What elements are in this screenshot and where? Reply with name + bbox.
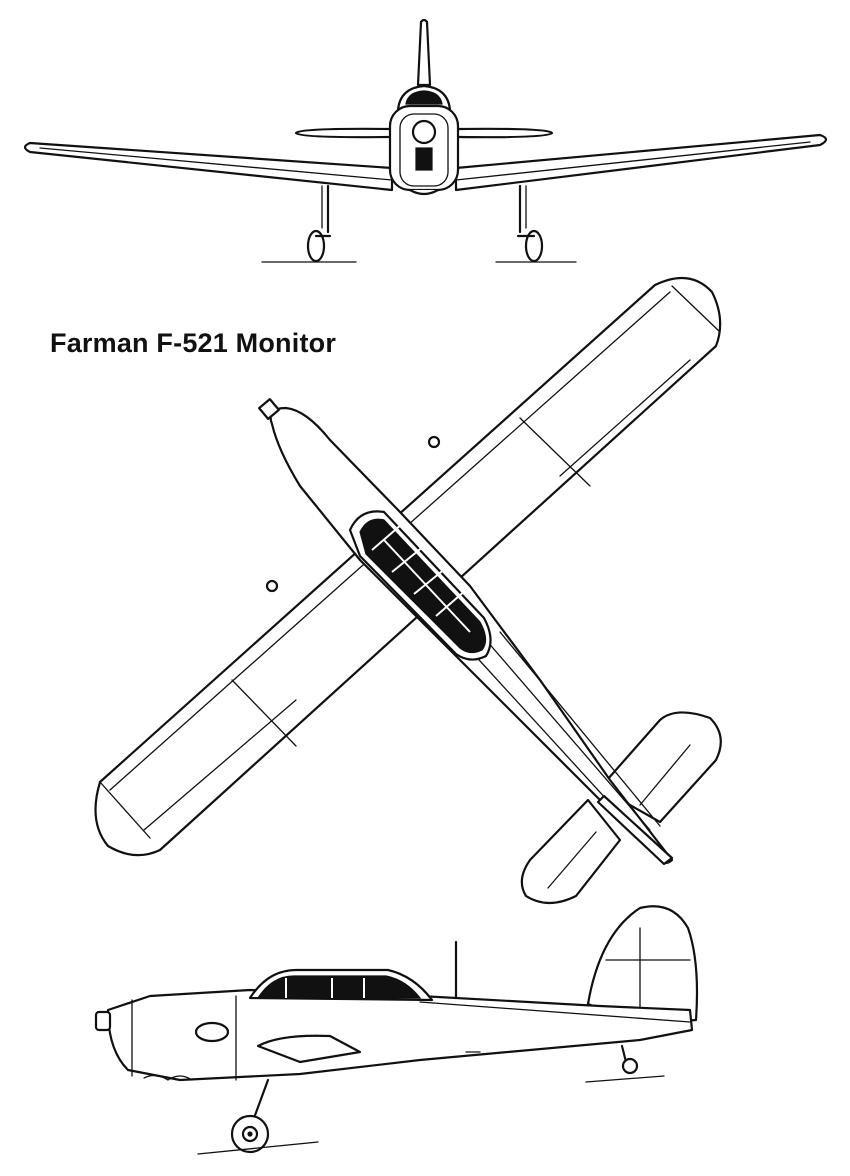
front-left-wing <box>23 141 394 192</box>
side-view <box>94 905 699 1155</box>
side-fin <box>586 905 699 1026</box>
top-rudder <box>596 794 674 866</box>
front-right-wheel <box>524 229 544 263</box>
side-spinner <box>94 1010 112 1032</box>
side-main-gear-leg <box>252 1078 270 1120</box>
front-view <box>23 18 828 263</box>
side-tail-wheel <box>621 1057 639 1075</box>
front-left-wheel <box>306 229 326 263</box>
top-spinner <box>258 398 280 420</box>
front-fin <box>416 18 432 87</box>
top-right-tailplane <box>598 711 722 824</box>
drawing-title: Farman F-521 Monitor <box>50 328 337 358</box>
side-fuselage <box>106 988 694 1082</box>
side-wing-root <box>256 1034 362 1064</box>
front-spinner <box>411 119 437 145</box>
front-right-wing <box>454 133 828 192</box>
top-left-tailplane <box>520 798 622 905</box>
top-view <box>94 276 722 905</box>
